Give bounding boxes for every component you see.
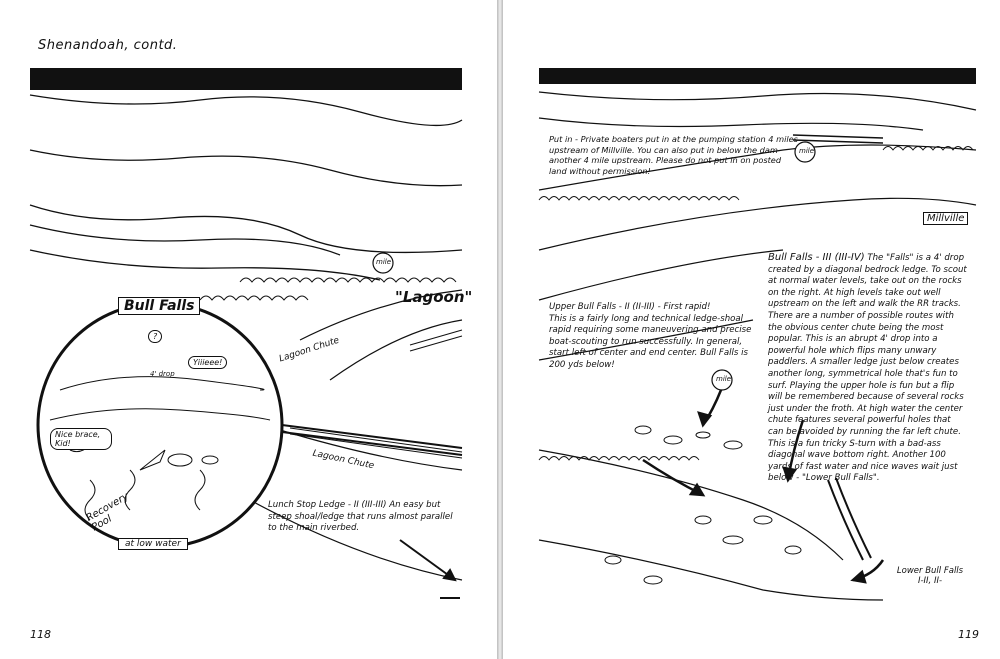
bull-falls-note: Bull Falls - III (III-IV) The "Falls" is… (768, 252, 968, 485)
mile-marker-falls: mile (716, 375, 732, 383)
inset-bubble-brace: Nice brace, Kid! (50, 428, 112, 450)
inset-footer: at low water (118, 538, 188, 550)
mile-marker-top: mile (799, 147, 815, 155)
upper-bull-falls-heading: Upper Bull Falls - II (II-III) - First r… (549, 302, 711, 312)
right-illustration (538, 68, 977, 601)
upper-bull-falls-note: Upper Bull Falls - II (II-III) - First r… (549, 302, 759, 372)
inset-title: Bull Falls (118, 297, 201, 315)
upper-bull-falls-text: This is a fairly long and technical ledg… (549, 313, 752, 370)
lower-bull-falls-label: Lower Bull Falls I-II, II- (896, 566, 964, 586)
left-page: Shenandoah, contd. "Lagoon" Lagoon Chute… (0, 0, 497, 659)
bull-falls-heading: Bull Falls - III (III-IV) (768, 252, 865, 263)
lunch-stop-text: An easy but steep shoal/ledge that runs … (268, 500, 453, 534)
lagoon-label: "Lagoon" (395, 288, 473, 306)
lunch-stop-heading: Lunch Stop Ledge - II (III-III) (268, 500, 387, 510)
millville-label: Millville (923, 212, 969, 225)
inset-drop-label: 4' drop (150, 370, 175, 378)
put-in-note: Put in - Private boaters put in at the p… (549, 134, 798, 176)
lunch-stop-note: Lunch Stop Ledge - II (III-III) An easy … (268, 500, 463, 535)
mile-marker: mile (376, 258, 392, 266)
left-illustration (29, 68, 463, 599)
right-page: mile mile Millville Put in - Private boa… (503, 0, 1000, 659)
running-head: Shenandoah, contd. (38, 38, 178, 53)
inset-bubble-question: ? (148, 330, 163, 343)
bull-falls-text: The "Falls" is a 4' drop created by a di… (768, 253, 967, 484)
inset-bubble-yell: Yiiieee! (188, 356, 228, 369)
page-number-left: 118 (30, 628, 51, 641)
book-gutter (497, 0, 503, 659)
page-number-right: 119 (958, 628, 979, 641)
